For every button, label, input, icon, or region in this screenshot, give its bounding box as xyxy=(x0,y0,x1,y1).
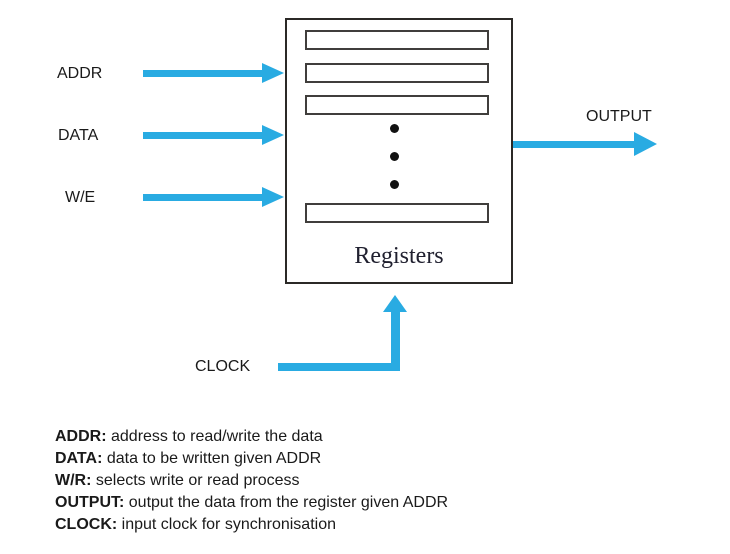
legend-term: DATA: xyxy=(55,450,103,467)
legend-item: OUTPUT: output the data from the registe… xyxy=(55,492,448,514)
arrow-shaft xyxy=(143,194,264,201)
registers-box-label: Registers xyxy=(354,243,444,269)
clock-label: CLOCK xyxy=(195,358,251,375)
register-slot xyxy=(305,95,489,115)
legend-desc: address to read/write the data xyxy=(106,428,323,445)
ellipsis-dot xyxy=(390,180,399,189)
legend-term: CLOCK: xyxy=(55,516,118,533)
arrow-head-icon xyxy=(383,295,407,312)
addr-label: ADDR xyxy=(57,65,103,82)
legend-term: W/R: xyxy=(55,472,92,489)
legend: ADDR: address to read/write the data DAT… xyxy=(55,426,448,536)
ellipsis-dot xyxy=(390,124,399,133)
arrow-shaft xyxy=(143,70,264,77)
register-slot xyxy=(305,203,489,223)
register-slot xyxy=(305,30,489,50)
legend-item: ADDR: address to read/write the data xyxy=(55,426,448,448)
registers-box xyxy=(285,18,513,284)
data-label: DATA xyxy=(58,127,99,144)
arrow-head-icon xyxy=(634,132,657,156)
we-label: W/E xyxy=(65,189,96,206)
register-slot xyxy=(305,63,489,83)
legend-term: ADDR: xyxy=(55,428,107,445)
arrow-head-icon xyxy=(262,187,284,207)
legend-term: OUTPUT: xyxy=(55,494,125,511)
arrow-shaft xyxy=(278,363,400,371)
legend-item: W/R: selects write or read process xyxy=(55,470,448,492)
legend-desc: output the data from the register given … xyxy=(124,494,449,511)
legend-desc: input clock for synchronisation xyxy=(117,516,336,533)
legend-desc: selects write or read process xyxy=(91,472,300,489)
legend-item: CLOCK: input clock for synchronisation xyxy=(55,514,448,536)
output-label: OUTPUT xyxy=(586,108,652,125)
legend-item: DATA: data to be written given ADDR xyxy=(55,448,448,470)
arrow-shaft xyxy=(143,132,264,139)
arrow-head-icon xyxy=(262,63,284,83)
arrow-shaft xyxy=(513,141,635,148)
legend-desc: data to be written given ADDR xyxy=(102,450,322,467)
arrow-shaft xyxy=(391,312,400,371)
arrow-head-icon xyxy=(262,125,284,145)
ellipsis-dot xyxy=(390,152,399,161)
